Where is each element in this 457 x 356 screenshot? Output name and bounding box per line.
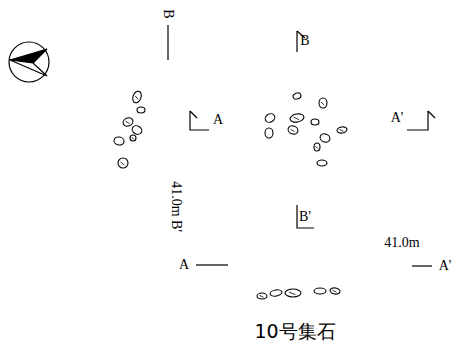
stone <box>289 113 304 123</box>
stone <box>270 289 283 297</box>
stone <box>319 133 331 144</box>
elevation-label: 41.0m <box>169 181 183 216</box>
stone <box>285 289 301 297</box>
section-line <box>167 25 168 60</box>
stone-edge <box>316 146 318 148</box>
stone-edge <box>294 117 300 119</box>
stone <box>287 125 299 136</box>
section-marker <box>407 111 428 130</box>
stone <box>131 90 143 104</box>
section-marker <box>296 31 297 52</box>
stone <box>130 135 136 141</box>
section-label: A <box>179 258 189 272</box>
stone <box>337 126 348 134</box>
stone <box>264 112 277 124</box>
north-arrow <box>10 60 47 76</box>
stone <box>311 119 319 125</box>
section-marker <box>428 111 435 118</box>
section-label: B <box>161 9 175 18</box>
elevation-label: 41.0m <box>384 236 419 250</box>
stone-edge <box>121 162 125 165</box>
stone <box>314 288 326 294</box>
section-label: B' <box>299 210 311 224</box>
section-line <box>196 264 228 265</box>
section-label: B <box>300 34 309 48</box>
stone <box>122 117 134 128</box>
stone-edge <box>291 129 295 131</box>
stone-edge <box>321 102 324 105</box>
section-label: B' <box>169 220 183 232</box>
stone <box>317 160 327 166</box>
section-line <box>412 265 432 266</box>
section-marker <box>190 111 197 118</box>
section-label: A <box>213 113 223 127</box>
stone <box>131 124 144 136</box>
section-marker <box>297 205 314 228</box>
stone <box>118 158 128 168</box>
stone-edge <box>126 121 130 123</box>
figure-caption: 10号集石 <box>254 322 335 341</box>
stone-edge <box>260 295 264 297</box>
section-label: A' <box>439 259 452 273</box>
stone-edge <box>340 129 344 131</box>
stone <box>265 128 273 138</box>
stone <box>330 287 341 295</box>
section-label: A' <box>391 111 404 125</box>
north-circle <box>9 42 49 82</box>
stone <box>319 98 327 108</box>
stone <box>113 136 124 146</box>
stone <box>137 107 145 113</box>
stone-edge <box>132 137 134 139</box>
section-marker <box>190 111 209 130</box>
stone-edge <box>289 292 295 294</box>
stone <box>257 293 267 299</box>
stone-edge <box>333 290 337 292</box>
stone <box>314 143 320 151</box>
stone-edge <box>135 96 138 100</box>
stone <box>292 92 302 100</box>
